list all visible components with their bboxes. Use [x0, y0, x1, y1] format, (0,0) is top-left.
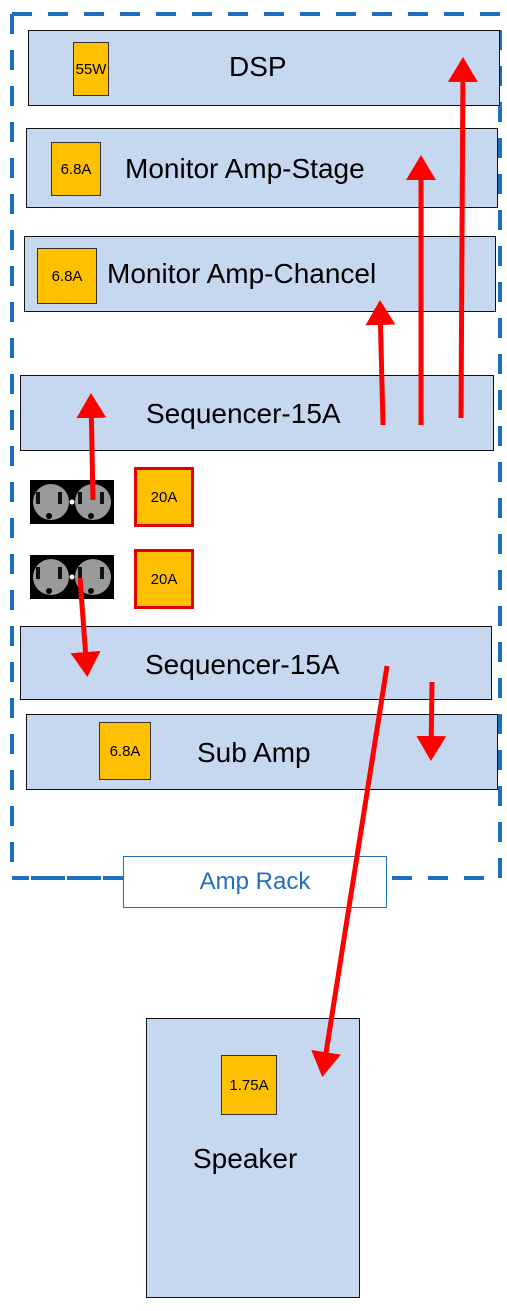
monitor-amp-chancel-label: Monitor Amp-Chancel: [107, 258, 377, 289]
arrow-outlet2-to-sequencer-lower: [70, 577, 101, 677]
arrow-sequencer-to-monitor-chancel: [365, 300, 396, 426]
sub-amp-current-badge: 6.8A: [99, 722, 151, 780]
monitor-amp-chancel-current-badge: 6.8A: [37, 248, 97, 304]
sub-amp-label: Sub Amp: [197, 737, 311, 768]
amp-rack-label: Amp Rack: [123, 856, 387, 908]
monitor-amp-stage-current-badge: 6.8A: [51, 142, 101, 196]
breaker-1: 20A: [134, 467, 194, 527]
sequencer-lower: Sequencer-15A: [20, 626, 492, 700]
arrow-sequencer-to-sub-amp: [416, 681, 447, 761]
dsp-power-badge: 55W: [73, 42, 109, 96]
arrow-outlet1-to-sequencer-upper: [76, 393, 107, 501]
breaker-2: 20A: [134, 549, 194, 609]
outlet-2-slots: [36, 567, 104, 594]
monitor-amp-stage-label: Monitor Amp-Stage: [125, 153, 365, 184]
speaker-current-badge: 1.75A: [221, 1055, 277, 1115]
outlet-1-slots: [36, 492, 104, 519]
speaker: 1.75A Speaker: [146, 1018, 360, 1298]
arrow-sequencer-to-speaker: [311, 665, 390, 1077]
sub-amp: 6.8A Sub Amp: [26, 714, 498, 790]
sequencer-lower-label: Sequencer-15A: [145, 649, 340, 680]
sequencer-upper-label: Sequencer-15A: [146, 398, 341, 429]
speaker-label: Speaker: [193, 1143, 298, 1174]
dsp-label: DSP: [229, 51, 287, 82]
monitor-amp-chancel: 6.8A Monitor Amp-Chancel: [24, 236, 496, 312]
arrow-sequencer-to-dsp: [447, 57, 478, 419]
dsp-unit: 55W DSP: [28, 30, 500, 106]
